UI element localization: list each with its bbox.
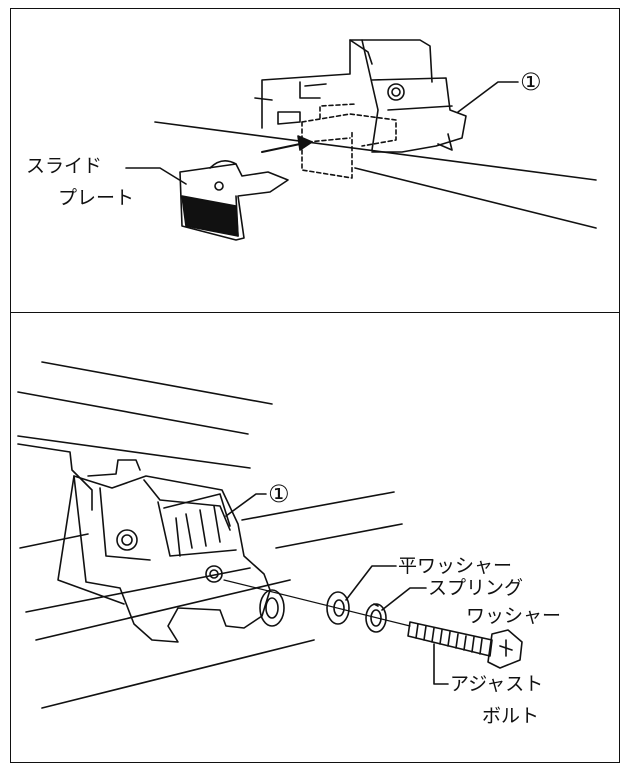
panel-divider <box>10 312 620 313</box>
spring-washer-label-line2: ワッシャー <box>466 605 561 627</box>
slide-plate-label-line1: スライド <box>26 155 102 177</box>
top-rail-lines <box>154 97 597 229</box>
top-leader-lines <box>125 81 519 185</box>
adjust-bolt-label-line1: アジャスト <box>450 673 543 695</box>
adjust-bolt <box>407 621 523 669</box>
top-dashed-slide-position <box>301 103 397 179</box>
top-part-number: ① <box>520 68 542 96</box>
bottom-rail-lines <box>17 361 403 709</box>
bottom-leader-lines <box>225 493 449 685</box>
spring-washer-label-line1: スプリング <box>428 577 523 599</box>
flat-washer <box>326 591 350 625</box>
top-clamp-bracket <box>261 39 467 153</box>
bottom-center-axis <box>223 579 411 627</box>
top-slide-plate <box>179 160 289 241</box>
bottom-part-number: ① <box>268 480 290 508</box>
slide-plate-label-line2: プレート <box>58 187 134 209</box>
illustration-frame <box>10 8 620 763</box>
flat-washer-label: 平ワッシャー <box>398 555 512 577</box>
spring-washer <box>365 603 387 633</box>
top-insert-arrow <box>261 135 313 153</box>
adjust-bolt-label-line2: ボルト <box>482 705 539 727</box>
